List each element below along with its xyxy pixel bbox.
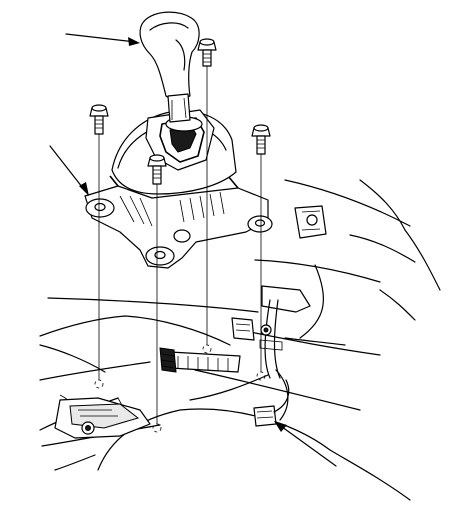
mounting-bolt [147,154,167,185]
alignment-lines [98,66,262,424]
mounting-bolt [89,104,109,135]
right-bracket [189,205,327,421]
leader-arrow-assembly [49,145,89,196]
leader-arrow-connector [274,421,337,467]
leader-arrow-knob [65,33,140,46]
mounting-bolt [251,124,271,155]
harness-connector [253,379,290,427]
shift-lever-assembly [84,109,273,269]
floor-bracket [54,397,151,439]
heat-shield [159,347,241,373]
shift-knob [139,11,200,123]
mounting-bolt [197,38,217,67]
floor-mounting-holes [94,344,266,433]
